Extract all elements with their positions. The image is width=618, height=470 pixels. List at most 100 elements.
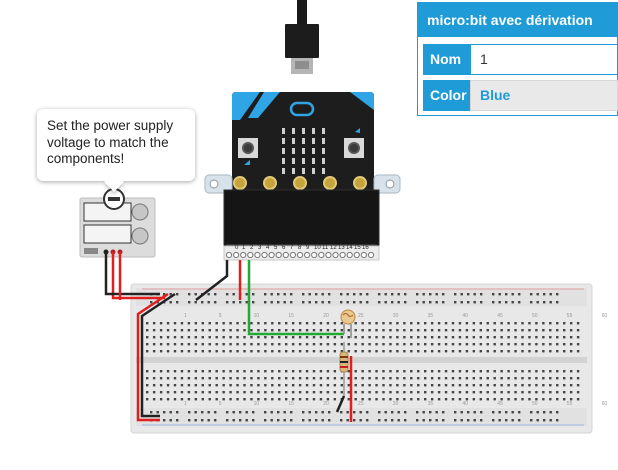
breadboard-hole[interactable] <box>403 391 406 394</box>
breadboard-hole[interactable] <box>569 370 573 373</box>
breadboard-hole[interactable] <box>486 350 489 353</box>
breadboard-hole[interactable] <box>340 384 343 387</box>
breadboard-hole[interactable] <box>208 350 211 353</box>
breadboard-hole[interactable] <box>308 419 311 422</box>
breadboard-hole[interactable] <box>245 419 248 422</box>
breadboard-hole[interactable] <box>291 336 295 339</box>
breadboard-hole[interactable] <box>396 391 399 394</box>
breadboard-hole[interactable] <box>252 419 255 422</box>
breadboard-hole[interactable] <box>368 329 371 332</box>
breadboard-hole[interactable] <box>521 377 524 380</box>
breadboard-hole[interactable] <box>535 350 538 353</box>
breadboard-hole[interactable] <box>180 329 184 332</box>
breadboard-hole[interactable] <box>382 336 385 339</box>
breadboard-hole[interactable] <box>250 377 253 380</box>
breadboard-hole[interactable] <box>328 419 331 422</box>
breadboard-hole[interactable] <box>500 398 503 401</box>
edge-pins[interactable] <box>225 251 375 259</box>
breadboard-hole[interactable] <box>465 350 469 353</box>
edge-pin[interactable] <box>296 251 304 259</box>
breadboard-hole[interactable] <box>257 398 260 401</box>
breadboard-hole[interactable] <box>458 377 462 380</box>
breadboard-hole[interactable] <box>333 391 337 394</box>
breadboard-hole[interactable] <box>375 329 378 332</box>
breadboard-hole[interactable] <box>521 370 524 373</box>
breadboard-hole[interactable] <box>283 293 286 296</box>
breadboard-hole[interactable] <box>226 301 229 304</box>
breadboard-hole[interactable] <box>521 336 524 339</box>
breadboard-hole[interactable] <box>479 377 482 380</box>
breadboard-hole[interactable] <box>359 293 362 296</box>
breadboard-hole[interactable] <box>576 322 580 325</box>
breadboard-hole[interactable] <box>243 350 246 353</box>
breadboard-hole[interactable] <box>500 384 503 387</box>
breadboard-hole[interactable] <box>556 398 559 401</box>
breadboard-hole[interactable] <box>493 391 496 394</box>
breadboard-hole[interactable] <box>298 398 302 401</box>
breadboard-hole[interactable] <box>169 411 172 414</box>
button-a[interactable] <box>238 138 258 158</box>
breadboard-hole[interactable] <box>347 329 350 332</box>
breadboard-hole[interactable] <box>354 398 357 401</box>
breadboard-hole[interactable] <box>473 293 476 296</box>
breadboard-hole[interactable] <box>250 350 253 353</box>
breadboard-hole[interactable] <box>493 377 496 380</box>
breadboard-hole[interactable] <box>215 391 218 394</box>
breadboard-hole[interactable] <box>424 343 427 346</box>
breadboard-hole[interactable] <box>229 322 232 325</box>
breadboard-hole[interactable] <box>277 293 280 296</box>
breadboard-hole[interactable] <box>226 293 229 296</box>
breadboard-hole[interactable] <box>243 370 246 373</box>
breadboard-hole[interactable] <box>278 343 281 346</box>
breadboard-hole[interactable] <box>150 301 153 304</box>
breadboard-hole[interactable] <box>236 370 239 373</box>
breadboard-hole[interactable] <box>417 391 420 394</box>
breadboard-hole[interactable] <box>315 301 318 304</box>
breadboard-hole[interactable] <box>404 411 407 414</box>
breadboard-hole[interactable] <box>264 370 267 373</box>
breadboard-hole[interactable] <box>159 350 163 353</box>
breadboard-hole[interactable] <box>156 411 159 414</box>
breadboard-hole[interactable] <box>163 293 166 296</box>
breadboard-hole[interactable] <box>536 293 539 296</box>
breadboard-hole[interactable] <box>229 336 232 339</box>
breadboard-hole[interactable] <box>194 384 198 387</box>
breadboard-hole[interactable] <box>250 384 253 387</box>
breadboard-hole[interactable] <box>271 322 274 325</box>
breadboard-hole[interactable] <box>187 391 191 394</box>
breadboard-hole[interactable] <box>347 377 350 380</box>
breadboard-hole[interactable] <box>410 343 413 346</box>
breadboard-hole[interactable] <box>252 301 255 304</box>
breadboard-hole[interactable] <box>389 350 392 353</box>
breadboard-hole[interactable] <box>159 329 163 332</box>
breadboard-hole[interactable] <box>201 411 204 414</box>
breadboard-hole[interactable] <box>486 336 489 339</box>
breadboard-hole[interactable] <box>194 343 198 346</box>
breadboard-hole[interactable] <box>507 370 510 373</box>
breadboard-hole[interactable] <box>444 398 448 401</box>
breadboard-hole[interactable] <box>396 343 399 346</box>
breadboard-hole[interactable] <box>319 336 323 339</box>
breadboard-hole[interactable] <box>271 343 274 346</box>
breadboard-hole[interactable] <box>417 343 420 346</box>
breadboard-hole[interactable] <box>391 301 394 304</box>
breadboard-hole[interactable] <box>257 329 260 332</box>
breadboard-hole[interactable] <box>465 377 469 380</box>
breadboard-hole[interactable] <box>460 419 463 422</box>
resistor[interactable] <box>339 342 349 396</box>
breadboard-hole[interactable] <box>201 384 204 387</box>
breadboard-hole[interactable] <box>542 398 545 401</box>
breadboard-hole[interactable] <box>511 419 514 422</box>
breadboard-hole[interactable] <box>479 384 482 387</box>
breadboard-hole[interactable] <box>347 398 350 401</box>
breadboard-hole[interactable] <box>319 343 323 346</box>
breadboard-hole[interactable] <box>424 384 427 387</box>
breadboard-hole[interactable] <box>328 293 331 296</box>
breadboard-hole[interactable] <box>382 384 385 387</box>
breadboard-hole[interactable] <box>429 301 432 304</box>
breadboard-hole[interactable] <box>283 411 286 414</box>
breadboard-hole[interactable] <box>232 419 235 422</box>
breadboard-hole[interactable] <box>285 329 288 332</box>
breadboard-hole[interactable] <box>437 329 441 332</box>
breadboard-hole[interactable] <box>208 398 211 401</box>
